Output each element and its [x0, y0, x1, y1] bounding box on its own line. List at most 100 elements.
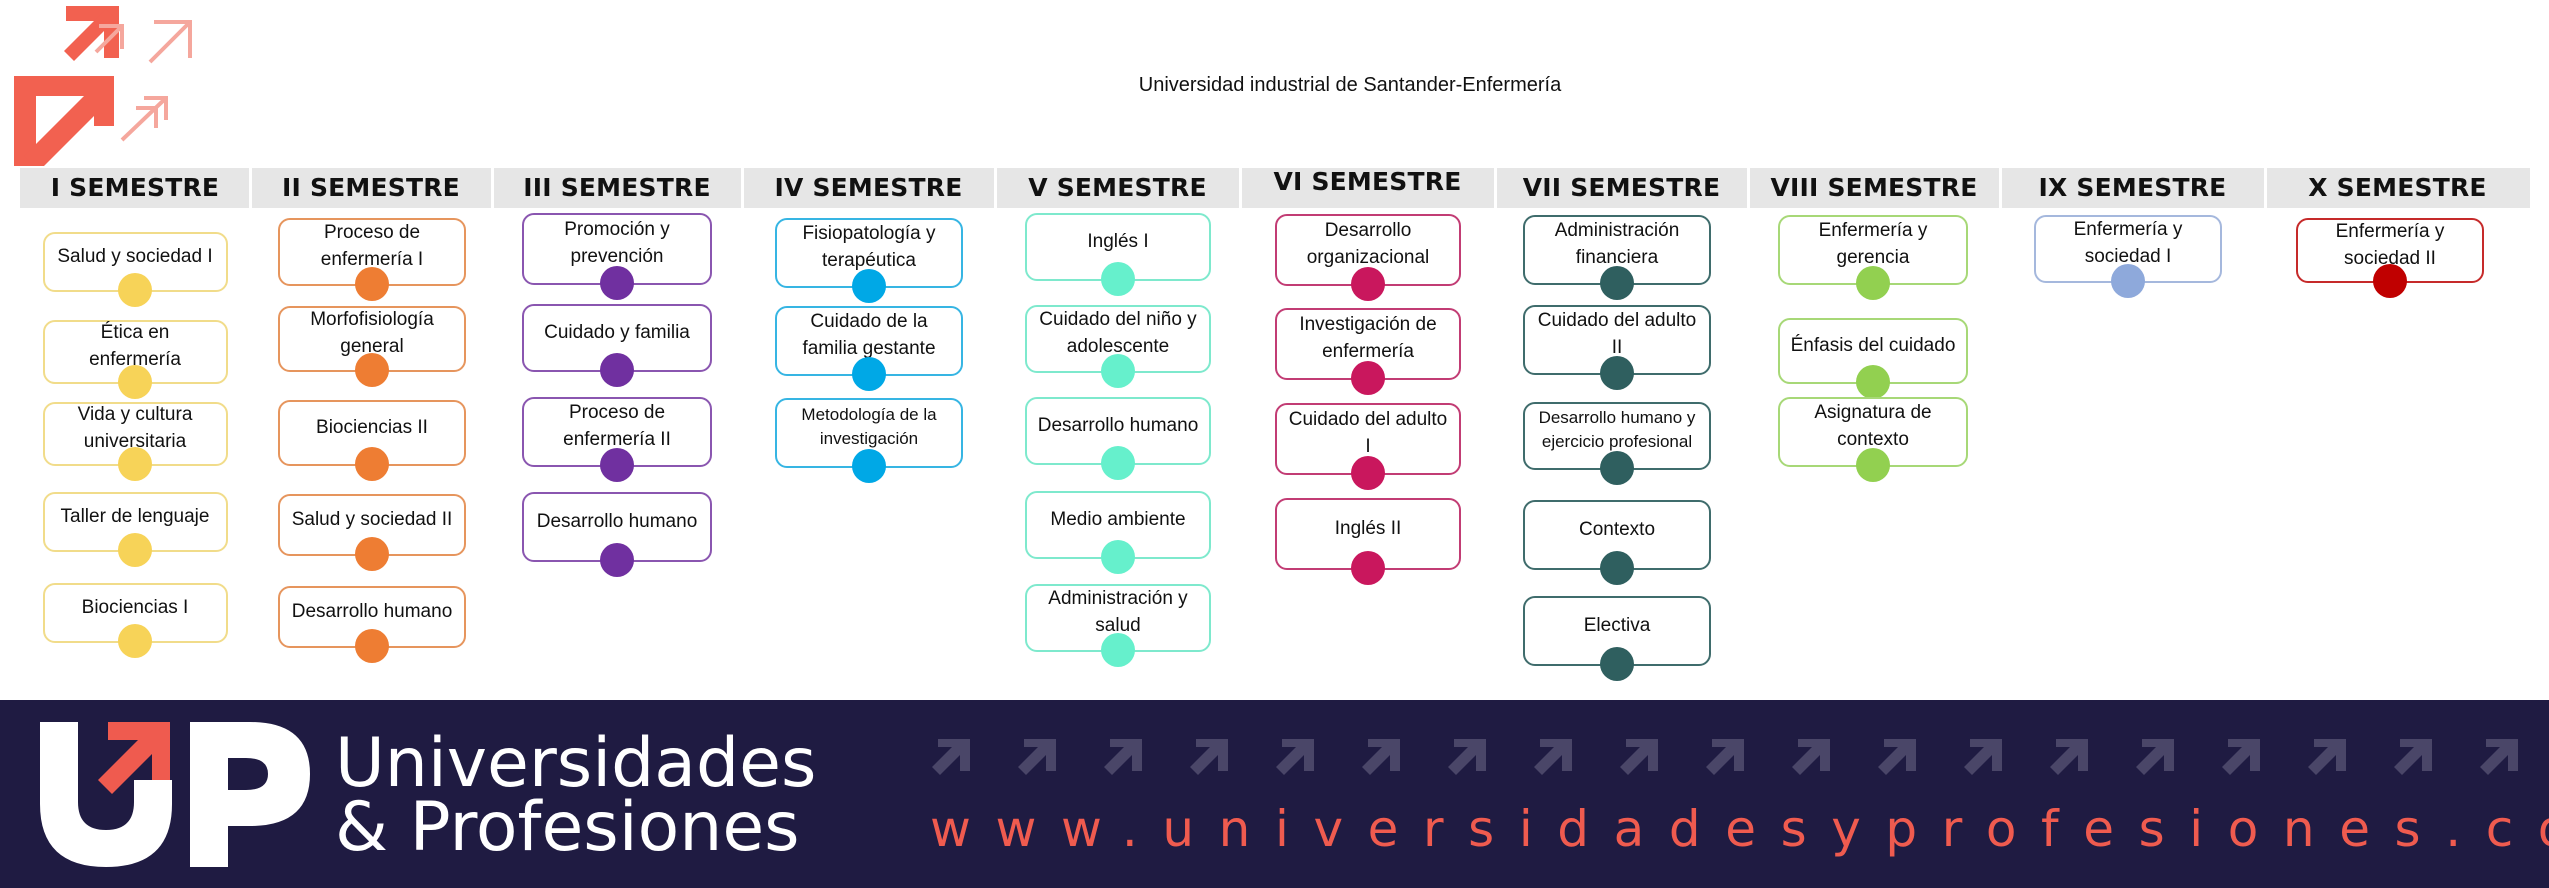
arrow-pattern-row: [932, 739, 2518, 775]
arrow-up-right-icon: [1018, 739, 1056, 775]
course-box: Desarrollo humano: [522, 492, 712, 577]
course-box: Morfofisiología general: [278, 306, 466, 387]
semester-separator: [249, 168, 252, 208]
course-label: Cuidado de la familia gestante: [802, 311, 936, 359]
arrow-up-right-icon: [1792, 739, 1830, 775]
arrow-up-right-icon: [1878, 739, 1916, 775]
course-dot-icon: [852, 269, 886, 303]
course-label: Vida y cultura universitaria: [77, 404, 193, 452]
course-box: Fisiopatología y terapéutica: [775, 218, 963, 303]
semester-header-3: III SEMESTRE: [523, 173, 711, 202]
course-box: Inglés I: [1025, 213, 1211, 296]
arrow-up-right-icon: [2308, 739, 2346, 775]
semester-separator: [2264, 168, 2267, 208]
course-label: Desarrollo humano: [536, 510, 698, 532]
course-dot-icon: [2111, 264, 2145, 298]
arrow-up-right-icon: [932, 739, 970, 775]
course-dot-icon: [1101, 633, 1135, 667]
brand-name-line1: Universidades: [335, 724, 817, 803]
course-label: Enfermería y sociedad I: [2073, 219, 2183, 267]
semester-separator: [994, 168, 997, 208]
semester-separator: [1747, 168, 1750, 208]
course-dot-icon: [1351, 267, 1385, 301]
course-label: Metodología de la investigación: [801, 405, 937, 448]
course-box: Asignatura de contexto: [1778, 397, 1968, 482]
course-box: Ética en enfermería: [42, 320, 228, 399]
course-label: Desarrollo organizacional: [1306, 220, 1430, 268]
course-label: Inglés I: [1087, 230, 1149, 252]
course-dot-icon: [355, 353, 389, 387]
course-box: Administración y salud: [1025, 584, 1211, 667]
course-label: Enfermería y sociedad II: [2335, 220, 2445, 269]
course-dot-icon: [600, 353, 634, 387]
course-dot-icon: [118, 624, 152, 658]
course-box: Cuidado del niño y adolescente: [1025, 305, 1211, 388]
semester-header-10: X SEMESTRE: [2308, 173, 2487, 202]
course-box: Vida y cultura universitaria: [42, 402, 228, 481]
semester-separator: [491, 168, 494, 208]
course-dot-icon: [852, 449, 886, 483]
course-label: Morfofisiología general: [310, 309, 434, 357]
course-label: Cuidado del adulto II: [1537, 310, 1697, 358]
arrow-up-right-icon: [2222, 739, 2260, 775]
course-box: Cuidado y familia: [522, 304, 712, 387]
course-dot-icon: [1600, 266, 1634, 300]
course-box: Investigación de enfermería: [1275, 308, 1461, 395]
course-box: Medio ambiente: [1025, 491, 1211, 574]
course-dot-icon: [1856, 365, 1890, 399]
course-dot-icon: [600, 448, 634, 482]
course-box: Cuidado de la familia gestante: [775, 306, 963, 391]
course-dot-icon: [1101, 262, 1135, 296]
course-label: Investigación de enfermería: [1299, 314, 1437, 362]
course-box: Administración financiera: [1523, 215, 1711, 300]
website-url: www.universidadesyprofesiones.com: [930, 800, 2549, 858]
course-dot-icon: [1101, 446, 1135, 480]
course-label: Administración y salud: [1048, 588, 1188, 636]
arrow-up-right-icon: [1534, 739, 1572, 775]
course-box: Salud y sociedad II: [278, 494, 466, 571]
arrow-up-right-icon: [1964, 739, 2002, 775]
course-label: Cuidado del niño y adolescente: [1039, 309, 1197, 357]
course-box: Biociencias I: [42, 583, 228, 658]
course-dot-icon: [1600, 356, 1634, 390]
semester-separator: [741, 168, 744, 208]
course-box: Enfermería y sociedad I: [2034, 215, 2222, 298]
course-box: Desarrollo humano y ejercicio profesiona…: [1523, 402, 1711, 485]
course-box: Biociencias II: [278, 400, 466, 481]
course-label: Énfasis del cuidado: [1790, 334, 1956, 356]
arrow-up-right-icon: [2050, 739, 2088, 775]
course-box: Contexto: [1523, 500, 1711, 585]
semester-header-1: I SEMESTRE: [50, 173, 220, 202]
course-box: Promoción y prevención: [522, 213, 712, 300]
semester-separator: [1999, 168, 2002, 208]
course-box: Desarrollo humano: [1025, 397, 1211, 480]
course-dot-icon: [355, 629, 389, 663]
semester-header-2: II SEMESTRE: [282, 173, 460, 202]
course-box: Proceso de enfermería I: [278, 218, 466, 301]
course-box: Metodología de la investigación: [775, 398, 963, 483]
course-dot-icon: [1856, 266, 1890, 300]
course-dot-icon: [355, 267, 389, 301]
semester-header-9: IX SEMESTRE: [2038, 173, 2227, 202]
course-dot-icon: [1101, 540, 1135, 574]
course-dot-icon: [1351, 456, 1385, 490]
course-label: Biociencias I: [81, 596, 189, 618]
arrow-up-right-icon: [1620, 739, 1658, 775]
course-label: Enfermería y gerencia: [1818, 220, 1928, 268]
semester-separator: [1239, 168, 1242, 208]
course-label: Cuidado y familia: [544, 321, 690, 343]
course-dot-icon: [600, 266, 634, 300]
course-dot-icon: [118, 365, 152, 399]
arrow-up-right-icon: [1448, 739, 1486, 775]
arrow-up-right-icon: [2394, 739, 2432, 775]
course-dot-icon: [1351, 361, 1385, 395]
course-box: Proceso de enfermería II: [522, 397, 712, 482]
course-box: Desarrollo humano: [278, 586, 466, 663]
course-box: Énfasis del cuidado: [1778, 318, 1968, 399]
course-label: Desarrollo humano: [1037, 414, 1199, 436]
course-label: Fisiopatología y terapéutica: [802, 223, 936, 271]
semester-header-8: VIII SEMESTRE: [1770, 173, 1978, 202]
course-dot-icon: [118, 533, 152, 567]
arrow-up-right-icon: [1276, 739, 1314, 775]
arrow-up-right-icon: [1104, 739, 1142, 775]
